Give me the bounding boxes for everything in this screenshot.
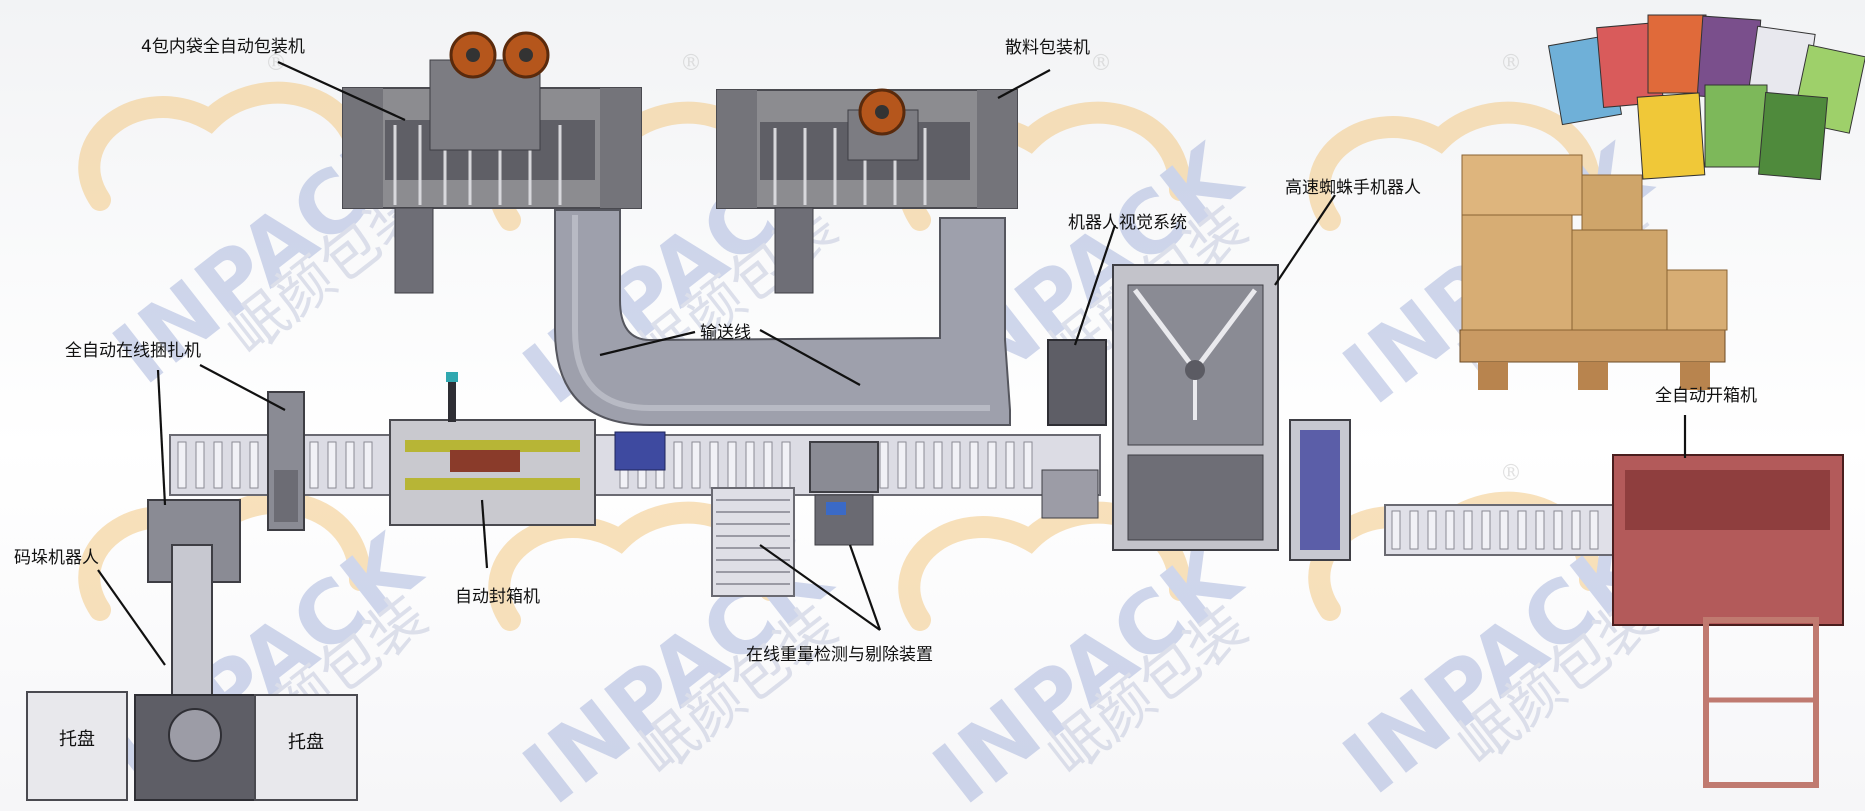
registered-mark: ® bbox=[1500, 51, 1522, 76]
checkweigher-reject-device bbox=[711, 441, 879, 597]
conveyor-line bbox=[554, 209, 1011, 426]
bulk-packing-machine bbox=[716, 88, 1018, 294]
leader-lines bbox=[97, 60, 1687, 666]
label-checkweigher: 在线重量检测与剔除装置 bbox=[746, 645, 933, 665]
inner-bag-packing-machine bbox=[342, 31, 642, 294]
carton-stack bbox=[1459, 154, 1728, 390]
bundling-machine bbox=[267, 391, 305, 531]
registered-mark: ® bbox=[265, 51, 287, 76]
gripper-icon bbox=[1185, 360, 1205, 380]
registered-mark: ® bbox=[680, 51, 702, 76]
registered-mark: ® bbox=[1500, 461, 1522, 486]
label-spider-robot: 高速蜘蛛手机器人 bbox=[1285, 178, 1421, 198]
registered-mark: ® bbox=[1090, 51, 1112, 76]
pallet-left-label: 托盘 bbox=[59, 729, 95, 750]
label-bundling-machine: 全自动在线捆扎机 bbox=[65, 341, 201, 361]
case-sealing-machine bbox=[389, 372, 596, 526]
main-roller-conveyor bbox=[169, 431, 1101, 496]
label-case-sealing-machine: 自动封箱机 bbox=[455, 587, 540, 607]
label-conveyor-line: 输送线 bbox=[700, 323, 751, 343]
label-inner-bag-packing-machine: 4包内袋全自动包装机 bbox=[141, 37, 305, 57]
robot-vision-system bbox=[1041, 339, 1107, 519]
pallet-right: 托盘 bbox=[254, 694, 358, 801]
case-erecting-machine bbox=[1612, 454, 1844, 788]
watermark-7: INPACK 岷颜包装 bbox=[898, 501, 1260, 811]
label-palletizing-robot: 码垛机器人 bbox=[14, 548, 99, 568]
palletizing-robot bbox=[134, 499, 256, 801]
seed-packets bbox=[1547, 14, 1865, 181]
label-bulk-packing-machine: 散料包装机 bbox=[1005, 38, 1090, 58]
pallet-right-label: 托盘 bbox=[288, 732, 324, 753]
spider-robot-cell bbox=[1112, 264, 1279, 551]
pallet-left: 托盘 bbox=[26, 691, 128, 801]
label-case-erecting-machine: 全自动开箱机 bbox=[1655, 386, 1757, 406]
label-robot-vision-system: 机器人视觉系统 bbox=[1068, 213, 1187, 233]
outfeed-conveyor bbox=[1289, 419, 1616, 561]
